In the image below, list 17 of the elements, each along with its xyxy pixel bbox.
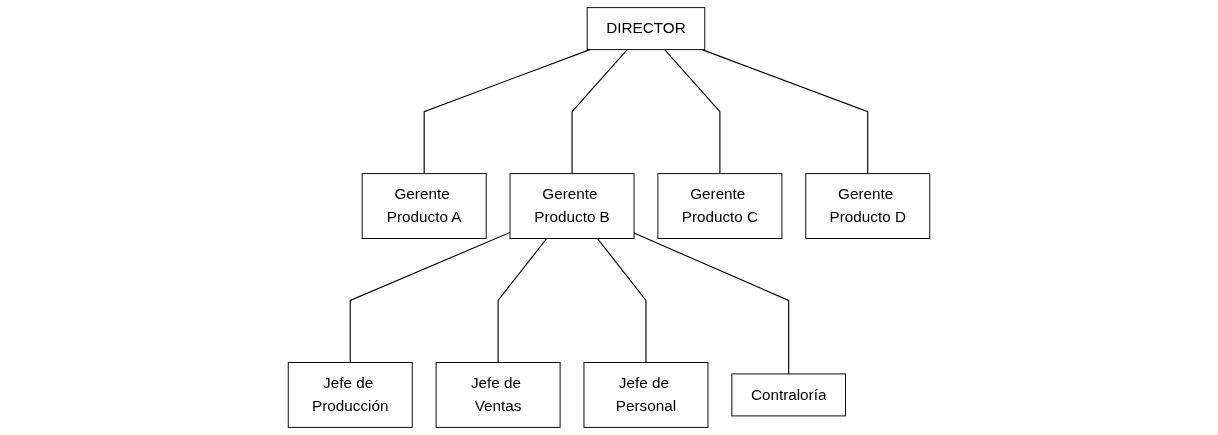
node-box: Jefe de Personal <box>583 362 709 428</box>
node-box: Gerente Producto D <box>805 173 931 239</box>
node-box: Gerente Producto B <box>509 173 635 239</box>
connector <box>633 232 790 375</box>
node-box: Contraloría <box>731 373 846 417</box>
connector <box>423 49 591 175</box>
connector <box>664 49 721 175</box>
connector <box>349 231 511 364</box>
connector <box>596 237 647 364</box>
connector <box>701 49 869 175</box>
node-box: Gerente Producto C <box>657 173 783 239</box>
node-box: Gerente Producto A <box>361 173 487 239</box>
node-box: Jefe de Ventas <box>435 362 561 428</box>
connector <box>571 49 628 175</box>
connector <box>497 237 548 364</box>
node-box: DIRECTOR <box>586 7 706 51</box>
node-box: Jefe de Producción <box>287 362 413 428</box>
